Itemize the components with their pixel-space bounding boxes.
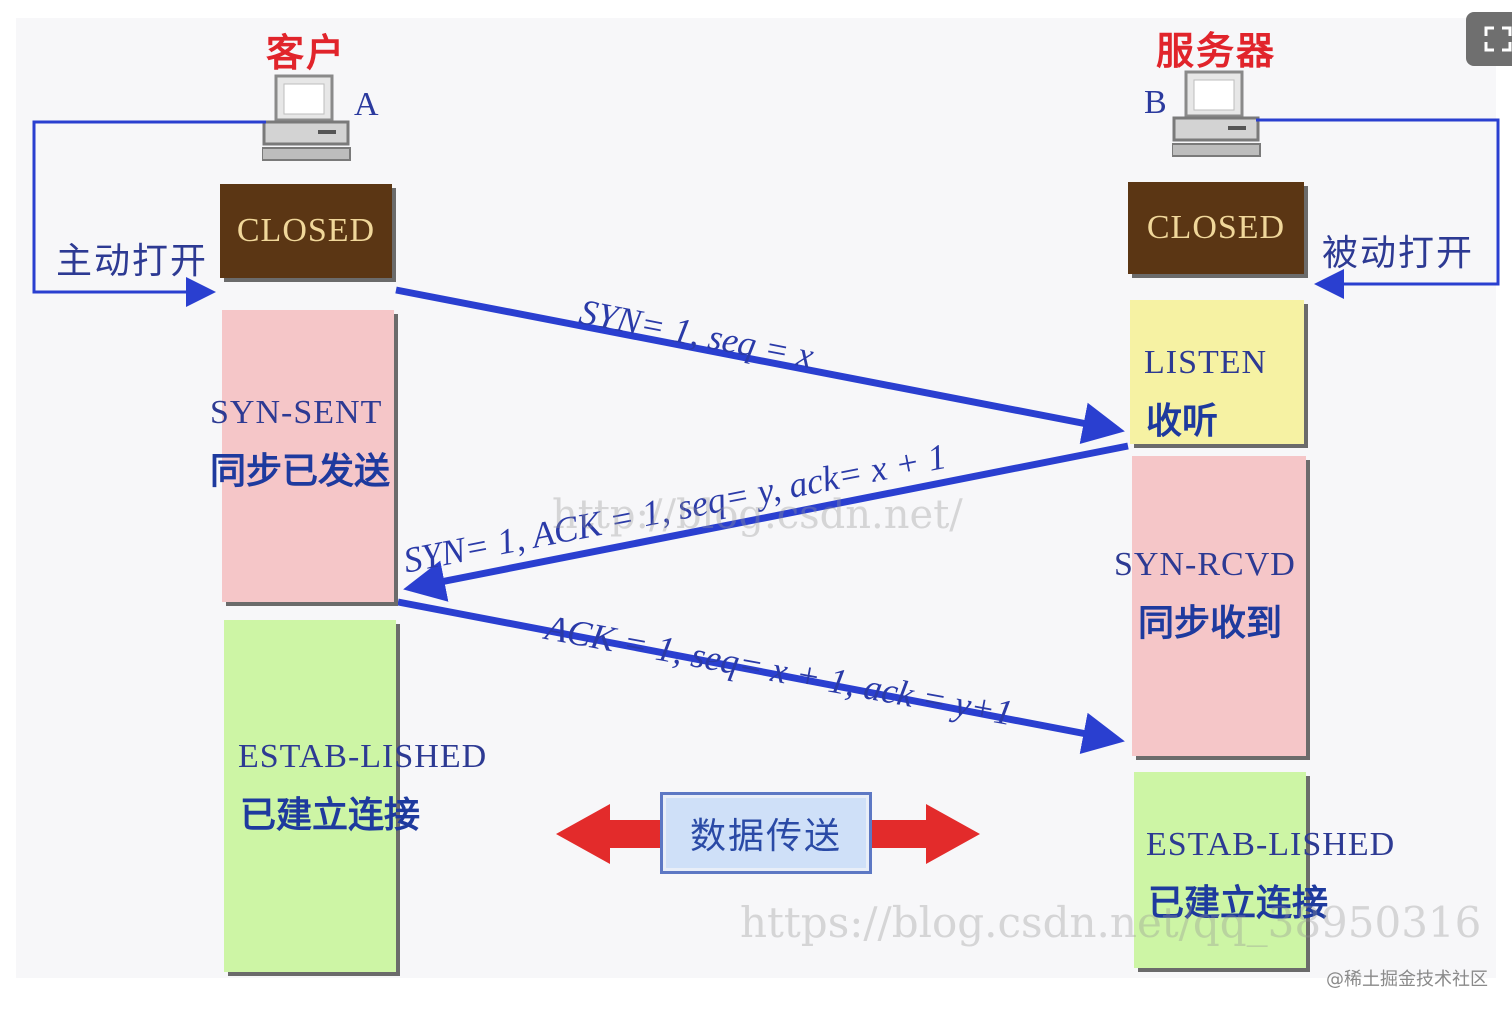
server-closed-label: CLOSED [1146,209,1286,246]
client-established-state [224,620,396,972]
watermark-center: http://blog.csdn.net/ [552,492,963,538]
client-established-en: ESTAB-LISHED [238,738,488,775]
client-closed-label: CLOSED [236,212,376,249]
client-closed-state: CLOSED [220,184,392,278]
expand-button[interactable] [1466,12,1512,66]
client-established-zh: 已建立连接 [240,795,421,836]
server-established-en: ESTAB-LISHED [1146,826,1396,863]
client-open-label: 主动打开 [56,241,209,282]
expand-icon [1484,26,1512,52]
data-arrow-right [866,804,980,864]
server-letter: B [1144,84,1167,121]
server-closed-state: CLOSED [1128,182,1304,274]
client-computer-icon [262,74,351,161]
watermark-bottom: https://blog.csdn.net/qq_38950316 [740,898,1482,947]
server-open-loop [1256,118,1500,299]
client-syn-sent-en: SYN-SENT [210,394,383,431]
server-listen-en: LISTEN [1144,344,1268,381]
ack-arrow [397,598,1125,755]
data-transfer-label: 数据传送 [689,816,842,857]
corner-credit: @稀土掘金技术社区 [1326,969,1488,990]
server-open-label: 被动打开 [1322,233,1475,274]
client-syn-sent-state [222,310,394,602]
server-established-zh: 已建立连接 [1148,883,1329,924]
syn-ack-arrow [403,442,1129,602]
data-arrow-left [556,804,664,864]
server-listen-state [1130,300,1304,444]
server-listen-zh: 收听 [1146,401,1219,442]
client-letter: A [354,86,379,123]
client-title: 客户 [266,31,347,75]
server-computer-icon [1172,70,1261,157]
server-established-state [1134,772,1306,968]
data-transfer-box: 数据传送 [660,792,872,874]
server-syn-rcvd-en: SYN-RCVD [1114,546,1296,583]
client-syn-sent-zh: 同步已发送 [210,451,391,492]
client-open-loop [32,120,266,307]
server-title: 服务器 [1156,29,1277,73]
syn-arrow [395,286,1125,444]
server-syn-rcvd-zh: 同步收到 [1138,603,1283,644]
server-syn-rcvd-state [1132,456,1306,756]
